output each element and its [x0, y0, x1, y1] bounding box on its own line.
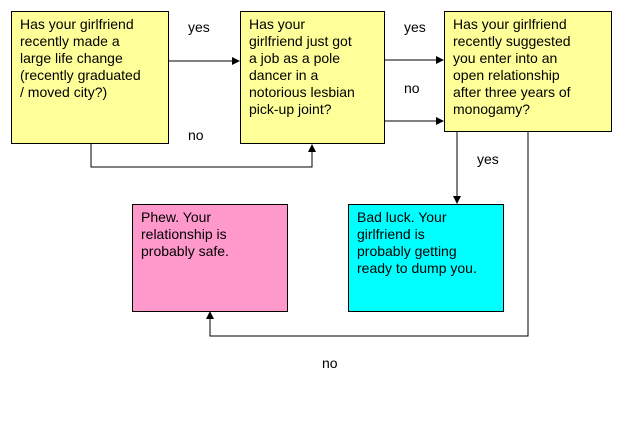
question-life-change: Has your girlfriend recently made a larg… — [11, 11, 169, 144]
edge-q1-no — [90, 144, 316, 168]
outcome-dump: Bad luck. Your girlfriend is probably ge… — [348, 204, 504, 312]
label-q1-no: no — [188, 127, 204, 143]
label-q3-no: no — [322, 355, 338, 371]
label-q2-no: no — [404, 80, 420, 96]
label-q1-yes: yes — [188, 19, 210, 35]
edge-q3-no — [206, 132, 529, 337]
outcome-safe: Phew. Your relationship is probably safe… — [132, 204, 288, 312]
label-q2-yes: yes — [404, 19, 426, 35]
label-q3-yes: yes — [477, 151, 499, 167]
question-open-relationship: Has your girlfriend recently suggested y… — [444, 11, 612, 132]
question-pole-dancer: Has your girlfriend just got a job as a … — [240, 11, 385, 144]
